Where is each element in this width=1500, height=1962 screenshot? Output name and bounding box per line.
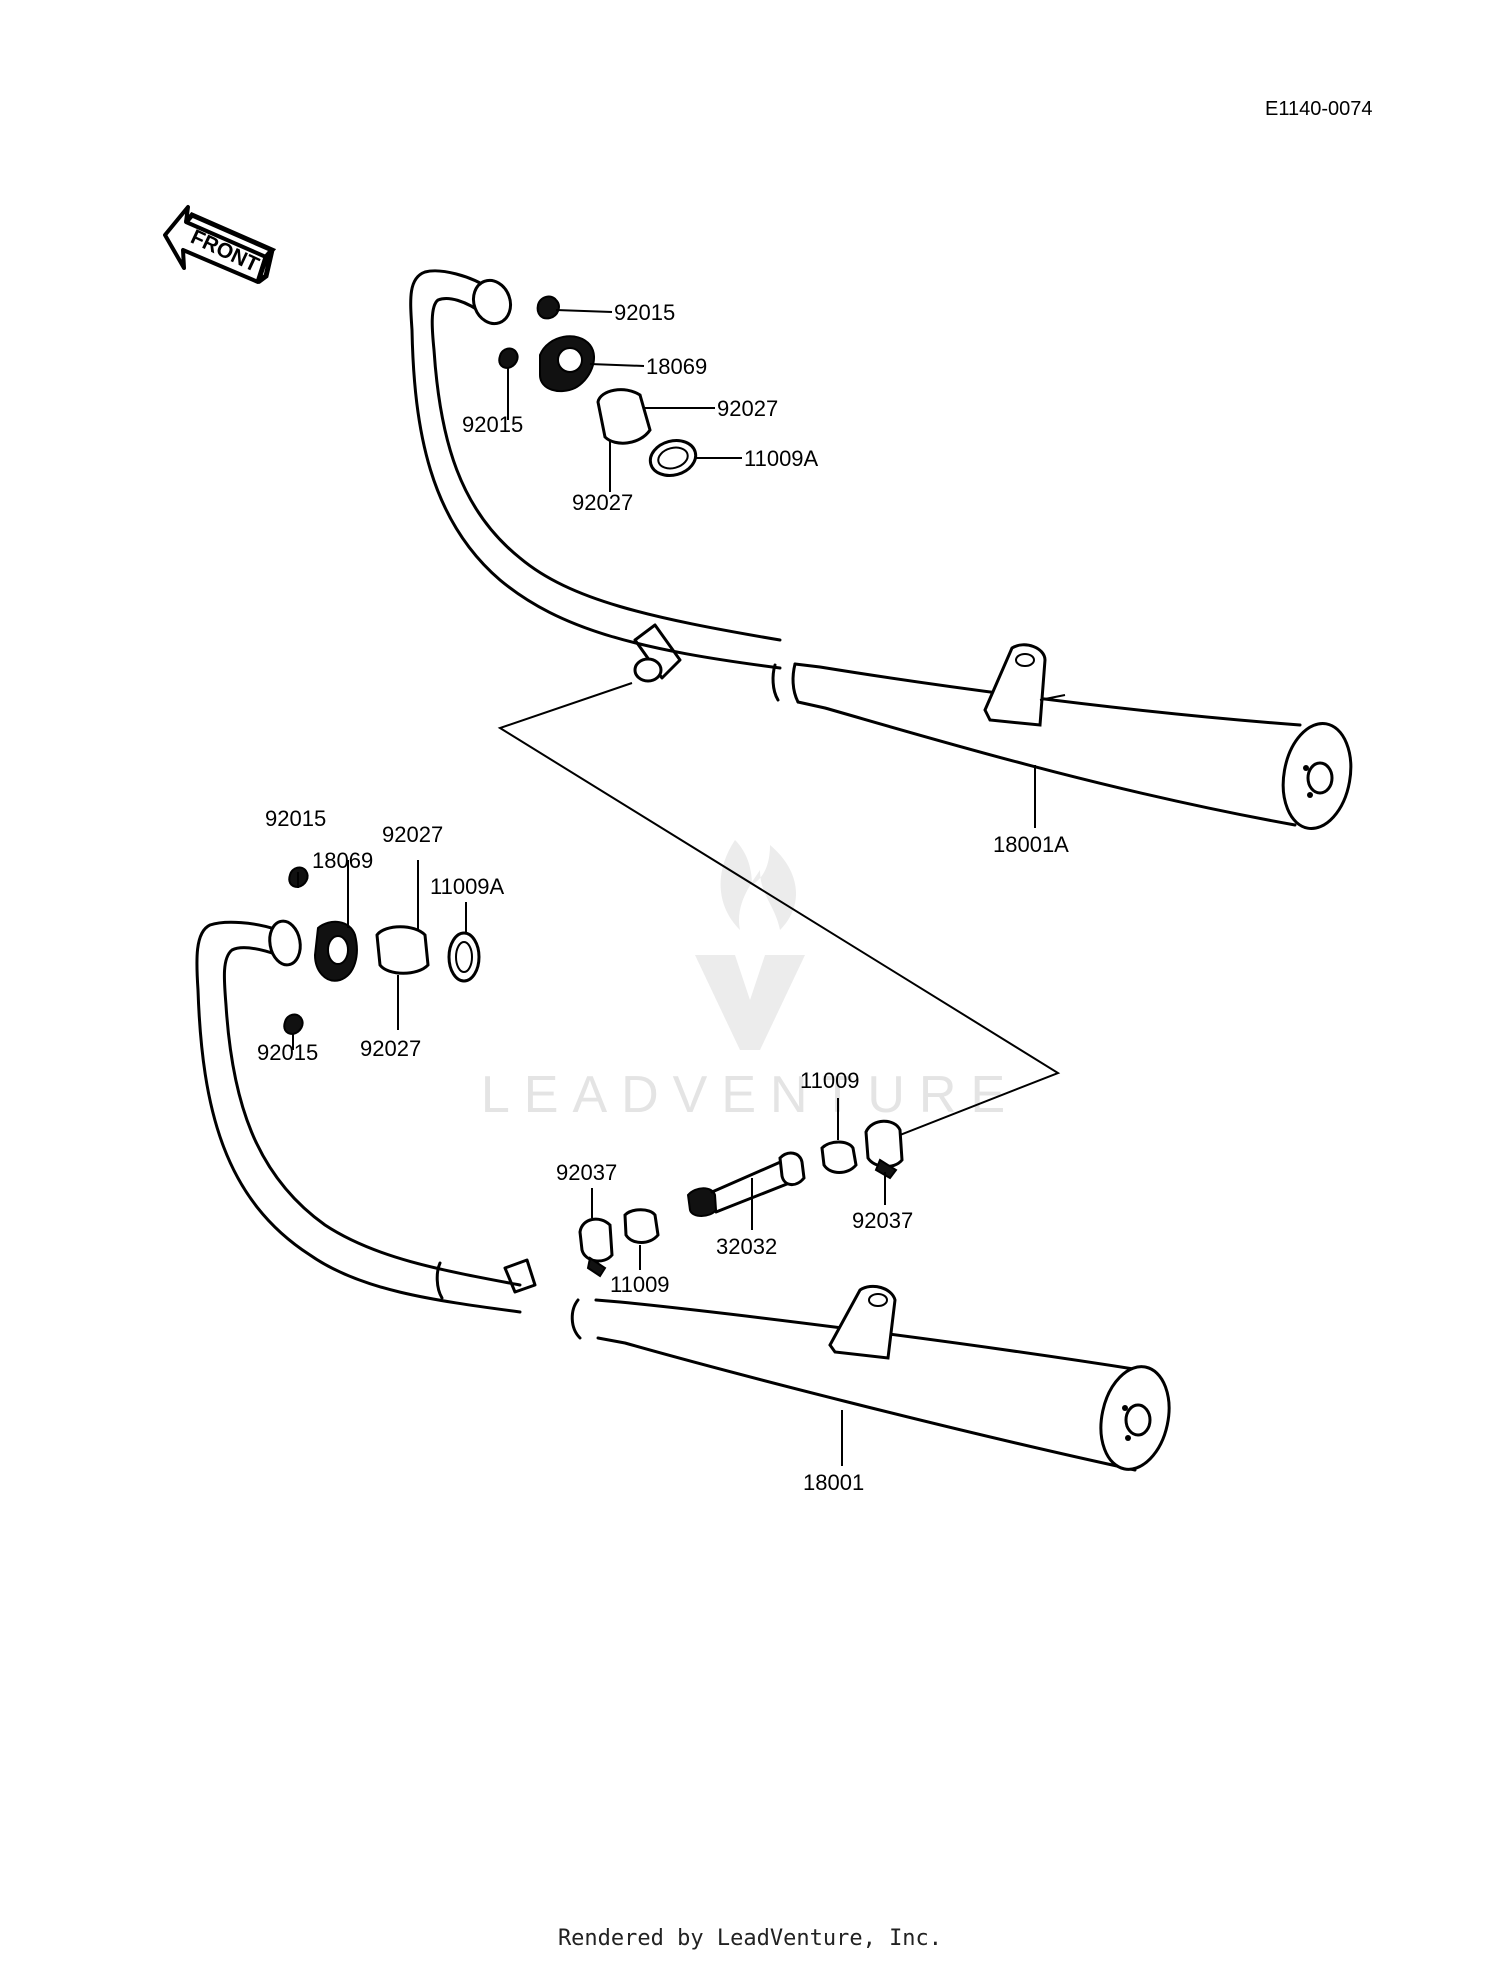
diagram-code: E1140-0074 <box>1265 98 1373 120</box>
upper-balance-stub <box>633 657 663 683</box>
label-lower-gasket-right[interactable]: 11009 <box>800 1068 860 1093</box>
lower-collar-part <box>375 925 430 975</box>
watermark: LEADVENTURE <box>481 840 1019 1124</box>
lower-pipe-end-fitting <box>686 1187 718 1217</box>
upper-collar-part <box>596 388 652 445</box>
upper-mounting-bracket <box>983 643 1047 727</box>
lower-gasket-right <box>820 1140 858 1174</box>
label-lower-flange[interactable]: 18069 <box>312 848 373 873</box>
footer-credit: Rendered by LeadVenture, Inc. <box>557 1926 943 1951</box>
label-upper-collar-right[interactable]: 92027 <box>717 396 778 421</box>
lower-pipe-end <box>268 919 302 967</box>
upper-muffler-assembly <box>409 269 1353 831</box>
lower-mounting-bracket <box>828 1284 897 1360</box>
upper-nut-right <box>536 295 560 320</box>
label-lower-muffler[interactable]: 18001 <box>803 1470 864 1495</box>
label-upper-nut-right[interactable]: 92015 <box>614 300 675 325</box>
label-lower-clamp-right[interactable]: 92037 <box>852 1208 913 1233</box>
part-labels: 92015 18069 92027 92015 11009A 92027 180… <box>257 300 1069 1495</box>
lower-pipe-fitting <box>778 1151 806 1186</box>
label-lower-nut-top[interactable]: 92015 <box>265 806 326 831</box>
lower-muffler-assembly <box>195 860 1171 1472</box>
label-upper-muffler[interactable]: 18001A <box>993 832 1069 857</box>
upper-pipe-end <box>471 278 513 326</box>
label-upper-flange[interactable]: 18069 <box>646 354 707 379</box>
label-upper-gasket[interactable]: 11009A <box>744 446 819 471</box>
connection-reference-lines <box>497 682 1061 1145</box>
label-lower-nut-bottom[interactable]: 92015 <box>257 1040 318 1065</box>
lower-clamp-left <box>578 1217 614 1263</box>
front-arrow-icon: FRONT <box>163 205 277 284</box>
watermark-text: LEADVENTURE <box>481 1066 1019 1124</box>
label-lower-gasket-left[interactable]: 11009 <box>610 1272 670 1297</box>
label-lower-clamp-left[interactable]: 92037 <box>556 1160 617 1185</box>
label-lower-collar-top[interactable]: 92027 <box>382 822 443 847</box>
label-lower-pipe[interactable]: 32032 <box>716 1234 777 1259</box>
upper-nut-left <box>498 347 519 370</box>
label-lower-collar-bottom[interactable]: 92027 <box>360 1036 421 1061</box>
lower-nut-bottom <box>283 1013 304 1036</box>
label-upper-nut-left[interactable]: 92015 <box>462 412 523 437</box>
lower-clamp-right <box>864 1119 904 1168</box>
lower-gasket-left <box>623 1208 660 1244</box>
label-lower-gasket[interactable]: 11009A <box>430 874 505 899</box>
label-upper-collar-left[interactable]: 92027 <box>572 490 633 515</box>
